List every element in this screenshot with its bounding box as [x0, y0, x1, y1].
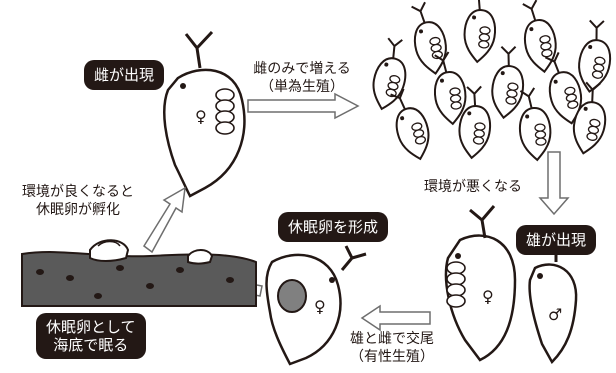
- label-female-appears: 雌が出現: [84, 60, 165, 90]
- seabed-sediment: [21, 239, 257, 307]
- female-symbol-top: ♀: [195, 107, 207, 126]
- env-better-line2: 休眠卵が孵化: [36, 202, 120, 218]
- male-symbol: ♂: [548, 305, 562, 324]
- arrow-mating: [360, 304, 431, 332]
- resting-egg: [277, 279, 307, 313]
- female-symbol-pair: ♀: [482, 287, 494, 306]
- female-daphnia-top: ♀: [163, 30, 246, 198]
- label-sleep-on-seabed: 休眠卵として 海底で眠る: [36, 313, 146, 359]
- arrow-env-worse: [538, 151, 570, 216]
- label-env-better: 環境が良くなると 休眠卵が孵化: [10, 183, 146, 219]
- female-with-resting-egg: ♀: [265, 245, 367, 366]
- label-form-resting-egg: 休眠卵を形成: [278, 212, 389, 242]
- arrow-hatch: [143, 186, 186, 254]
- label-male-appears: 雄が出現: [516, 225, 597, 255]
- mating-pair: ♀ ♂: [444, 205, 578, 365]
- mating-line2: （有性生殖）: [350, 349, 434, 365]
- parthenogenesis-line2: （単為生殖）: [260, 79, 344, 95]
- env-better-line1: 環境が良くなると: [22, 184, 134, 200]
- female-symbol-egg: ♀: [314, 297, 326, 316]
- label-mating: 雄と雌で交尾 （有性生殖）: [344, 330, 440, 366]
- sleep-line2: 海底で眠る: [53, 336, 129, 354]
- label-parthenogenesis: 雌のみで増える （単為生殖）: [246, 60, 358, 96]
- daphnia-swarm: [366, 0, 616, 164]
- label-env-worse: 環境が悪くなる: [424, 179, 522, 195]
- parthenogenesis-line1: 雌のみで増える: [253, 61, 351, 77]
- arrow-parthenogenesis: [247, 92, 360, 120]
- sleep-line1: 休眠卵として: [46, 318, 136, 336]
- mating-line1: 雄と雌で交尾: [350, 331, 434, 347]
